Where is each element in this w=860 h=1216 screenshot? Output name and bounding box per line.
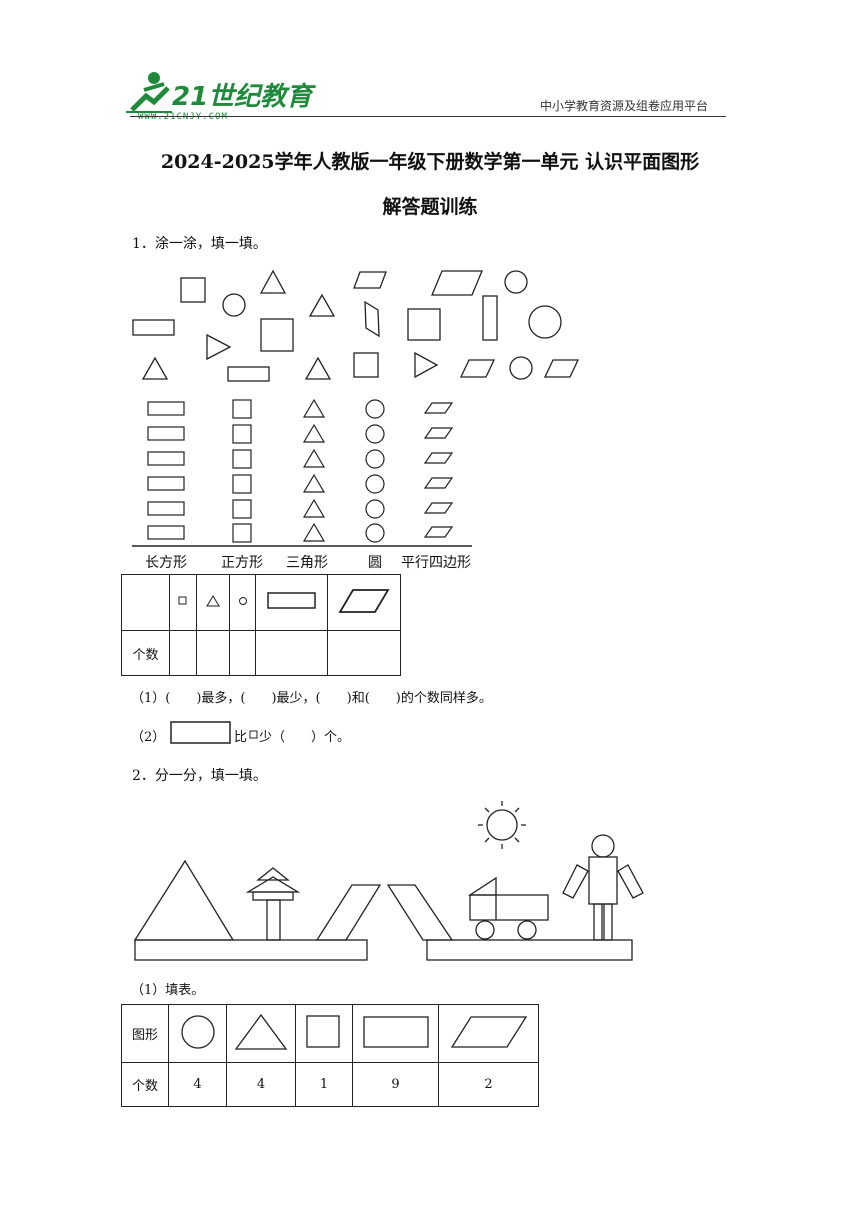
mountain-triangle: [133, 859, 235, 941]
header-cell-triangle: [196, 574, 230, 631]
square-inline-icon: [249, 730, 258, 739]
triangle-shape: [414, 351, 439, 379]
count-cell-circle: 4: [168, 1062, 227, 1107]
triangle-shape: [308, 293, 336, 317]
shape-scene-figure: [133, 801, 644, 961]
tally-columns-figure: [132, 398, 472, 547]
truck-wheel: [517, 920, 537, 940]
header-cell-parallelogram: [438, 1004, 539, 1063]
header-cell-circle: [229, 574, 256, 631]
circle-shape: [222, 293, 246, 317]
row-label-count: 个数: [121, 630, 170, 676]
square-shape: [180, 277, 206, 303]
site-logo: [124, 70, 174, 118]
square-shape: [353, 352, 379, 378]
question-1-sub-2-mid: 比: [234, 730, 248, 745]
table-corner-cell: [121, 574, 170, 631]
question-1-sub-2-suffix: 少（ ）个。: [259, 730, 351, 745]
header-cell-rectangle: [255, 574, 328, 631]
rectangle-shape: [132, 319, 175, 336]
parallelogram-shape: [543, 359, 580, 378]
category-label-parallelogram: 平行四边形: [401, 555, 471, 571]
runner-logo-icon: [126, 72, 172, 113]
header-cell-triangle: [226, 1004, 296, 1063]
rectangle-column: [147, 401, 185, 540]
ground-left: [134, 939, 368, 961]
square-shape: [260, 318, 294, 352]
tree-mid-triangle: [245, 876, 301, 893]
answer-cell[interactable]: [229, 630, 256, 676]
logo-text: 21世纪教育: [172, 82, 313, 112]
square-shape: [407, 308, 441, 341]
person-right-leg: [603, 903, 613, 941]
circle-shape: [509, 356, 533, 380]
header-cell-parallelogram: [327, 574, 401, 631]
header-cell-circle: [168, 1004, 227, 1063]
tree-top-bar: [252, 891, 294, 901]
parallelogram-shape: [431, 270, 483, 296]
answer-cell[interactable]: [255, 630, 328, 676]
header-cell-square: [295, 1004, 353, 1063]
count-cell-triangle: 4: [226, 1062, 296, 1107]
rectangle-inline-icon: [170, 721, 231, 744]
question-1-sub-2-prefix: （2）: [131, 730, 166, 745]
truck-body: [469, 894, 549, 921]
count-table-1: 个数: [121, 574, 401, 676]
count-cell-parallelogram: 2: [438, 1062, 539, 1107]
category-label-rectangle: 长方形: [145, 555, 187, 571]
triangle-shape: [206, 333, 232, 361]
triangle-column: [302, 398, 326, 542]
triangle-shape: [304, 356, 332, 380]
right-ramp-parallelogram: [386, 884, 454, 941]
category-label-square: 正方形: [221, 555, 263, 571]
tree-trunk: [266, 899, 281, 941]
person-left-leg: [593, 903, 603, 941]
truck-cab: [467, 876, 497, 896]
header-cell-rectangle: [352, 1004, 439, 1063]
header-rule: [130, 116, 726, 117]
page-subtitle: 解答题训练: [382, 196, 478, 218]
question-1-sub-1: （1）( )最多，( )最少，( )和( )的个数同样多。: [131, 691, 492, 706]
sun-circle: [486, 809, 518, 841]
person-head: [591, 834, 615, 858]
parallelogram-column: [423, 402, 454, 538]
category-label-circle: 圆: [368, 555, 382, 571]
triangle-shape: [141, 356, 169, 380]
parallelogram-shape: [459, 359, 496, 378]
left-ramp-parallelogram: [315, 884, 382, 941]
question-1-prompt: 1．涂一涂，填一填。: [132, 236, 267, 252]
answer-cell[interactable]: [196, 630, 230, 676]
tree-top-triangle: [256, 867, 290, 881]
rectangle-shape: [482, 295, 498, 341]
row-label-shape: 图形: [121, 1004, 169, 1063]
count-cell-rectangle: 9: [352, 1062, 439, 1107]
page-title: 2024-2025学年人教版一年级下册数学第一单元 认识平面图形: [160, 151, 700, 173]
row-label-count: 个数: [121, 1062, 169, 1107]
circle-shape: [528, 305, 562, 339]
parallelogram-shape: [364, 300, 380, 338]
logo-url: WWW.21CNJY.COM: [138, 112, 228, 122]
circle-column: [365, 399, 385, 543]
person-body: [588, 856, 618, 905]
question-2-prompt: 2．分一分，填一填。: [132, 768, 267, 784]
count-table-2: 图形 个数 4 4 1 9 2: [121, 1004, 539, 1107]
site-tagline: 中小学教育资源及组卷应用平台: [540, 99, 709, 113]
scattered-shapes-figure: [132, 269, 580, 382]
header-cell-square: [169, 574, 197, 631]
person-right-arm: [617, 864, 644, 899]
answer-cell[interactable]: [169, 630, 197, 676]
person-left-arm: [562, 864, 589, 899]
ground-right: [426, 939, 633, 961]
truck-wheel: [475, 920, 495, 940]
square-column: [232, 399, 252, 543]
sun-rays: [478, 801, 526, 849]
category-label-triangle: 三角形: [286, 555, 328, 571]
triangle-shape: [259, 269, 287, 294]
parallelogram-shape: [353, 271, 387, 289]
answer-cell[interactable]: [327, 630, 401, 676]
rectangle-shape: [227, 366, 270, 382]
question-2-sub-1: （1）填表。: [131, 983, 205, 998]
count-cell-square: 1: [295, 1062, 353, 1107]
circle-shape: [504, 270, 528, 294]
